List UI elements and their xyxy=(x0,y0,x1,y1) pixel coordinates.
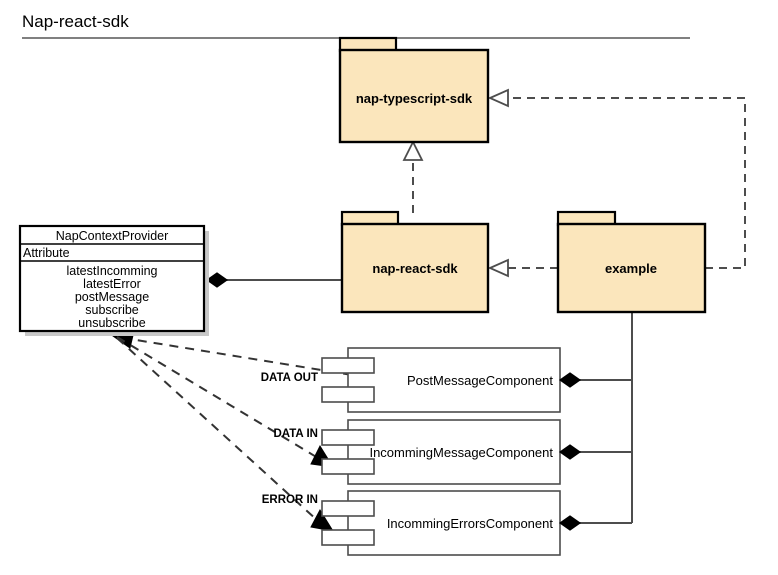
composition-diamond-incomming-errors xyxy=(558,515,582,531)
class-member-latest-incomming: latestIncomming xyxy=(66,264,157,278)
component-port-top-incomming-errors xyxy=(321,500,375,517)
component-body-post-message xyxy=(347,347,561,413)
class-member-post-message: postMessage xyxy=(75,290,149,304)
composition-diamond-post-message xyxy=(558,372,582,388)
package-body-example xyxy=(556,222,707,314)
edge-data-out xyxy=(129,338,353,376)
arrowhead-error-in xyxy=(310,508,335,532)
component-incomming-errors-component[interactable]: IncommingErrorsComponent xyxy=(321,490,582,556)
component-port-bottom-post-message xyxy=(321,386,375,403)
component-incomming-message-component[interactable]: IncommingMessageComponent xyxy=(321,419,582,485)
class-member-latest-error: latestError xyxy=(83,277,141,291)
page-title: Nap-react-sdk xyxy=(22,12,129,31)
component-port-top-incomming-message xyxy=(321,429,375,446)
package-label-example: example xyxy=(605,261,657,276)
class-section-label: Attribute xyxy=(23,246,70,260)
composition-diamond-provider xyxy=(205,272,229,288)
edge-label-data-in: DATA IN xyxy=(273,428,318,440)
class-member-subscribe: subscribe xyxy=(85,303,139,317)
component-label-post-message: PostMessageComponent xyxy=(407,373,553,388)
package-label-nap-typescript-sdk: nap-typescript-sdk xyxy=(356,91,473,106)
edge-example-to-typescript-sdk xyxy=(508,97,746,269)
package-nap-react-sdk[interactable]: nap-react-sdk xyxy=(340,210,490,314)
component-post-message-component[interactable]: PostMessageComponent xyxy=(321,347,582,413)
edge-error-in xyxy=(116,337,319,522)
component-label-incomming-errors: IncommingErrorsComponent xyxy=(387,516,554,531)
package-label-nap-react-sdk: nap-react-sdk xyxy=(372,261,458,276)
package-example[interactable]: example xyxy=(556,210,707,314)
package-nap-typescript-sdk[interactable]: nap-typescript-sdk xyxy=(338,36,490,144)
component-port-bottom-incomming-errors xyxy=(321,529,375,546)
edge-label-data-out: DATA OUT xyxy=(261,372,318,384)
composition-diamond-incomming-message xyxy=(558,444,582,460)
component-port-bottom-incomming-message xyxy=(321,458,375,475)
component-port-top-post-message xyxy=(321,357,375,374)
edge-data-in xyxy=(116,336,319,459)
component-body-incomming-message xyxy=(347,419,561,485)
component-label-incomming-message: IncommingMessageComponent xyxy=(369,445,553,460)
arrowhead-typescript-sdk-right xyxy=(487,88,509,108)
edge-label-error-in: ERROR IN xyxy=(262,494,318,506)
component-body-incomming-errors xyxy=(347,490,561,556)
arrowhead-typescript-sdk-bottom xyxy=(402,139,424,161)
package-body-nap-react-sdk xyxy=(340,222,490,314)
package-body-nap-typescript-sdk xyxy=(338,48,490,144)
class-title: NapContextProvider xyxy=(56,229,169,243)
class-member-unsubscribe: unsubscribe xyxy=(78,316,145,330)
arrowhead-react-sdk-right xyxy=(487,258,509,278)
class-nap-context-provider[interactable]: NapContextProvider Attribute latestIncom… xyxy=(18,224,209,336)
